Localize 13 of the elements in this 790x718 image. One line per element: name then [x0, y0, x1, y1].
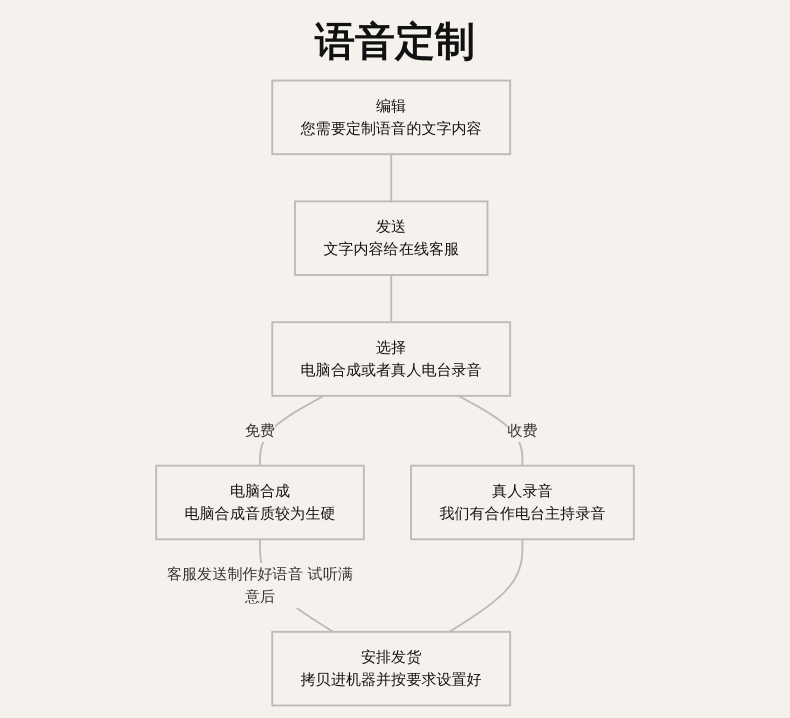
title: 语音定制	[314, 18, 476, 67]
node-box: 安排发货 拷贝进机器并按要求设置好	[271, 630, 512, 706]
node-box: 发送 文字内容给在线客服	[294, 200, 488, 276]
node-box: 真人录音 我们有合作电台主持录音	[410, 464, 635, 540]
edge-label: 客服发送制作好语音 试听满意后	[166, 564, 354, 606]
connector	[390, 154, 392, 202]
edge-label: 收费	[507, 421, 538, 440]
node-box: 选择 电脑合成或者真人电台录音	[271, 321, 512, 397]
node-box: 电脑合成 电脑合成音质较为生硬	[155, 464, 365, 540]
edge-label: 免费	[244, 421, 276, 440]
connector	[390, 275, 392, 322]
node-box: 编辑 您需要定制语音的文字内容	[271, 80, 512, 156]
connector	[448, 539, 524, 633]
